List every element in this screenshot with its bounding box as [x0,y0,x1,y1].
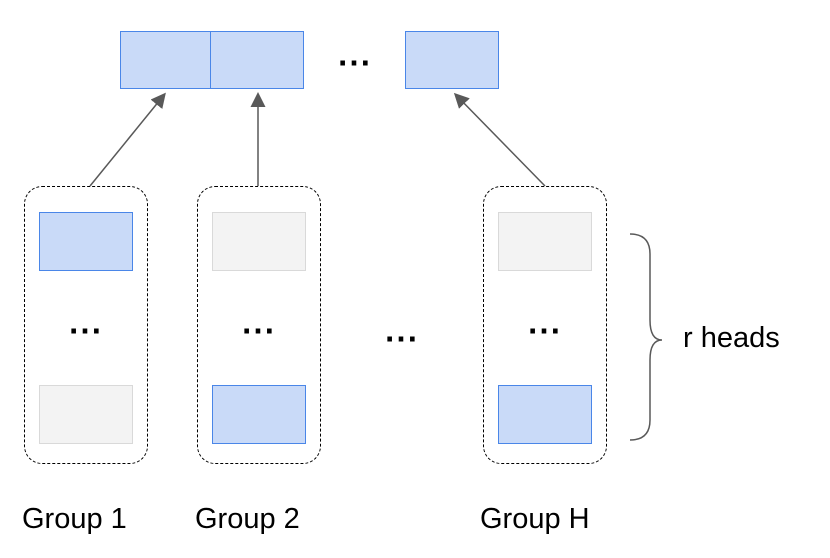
output-ellipsis: ⋯ [337,44,373,82]
brace-icon [629,233,663,441]
brace-label: r heads [683,322,780,354]
group-h-label: Group H [480,503,590,535]
group-2-head-top [212,212,306,271]
output-head-1 [120,31,212,89]
group-h-head-top [498,212,592,271]
group-2-ellipsis: ⋯ [241,312,277,350]
group-1-label: Group 1 [22,503,127,535]
groups-ellipsis: ⋯ [384,320,420,358]
output-head-2 [210,31,304,89]
group-h-head-bottom [498,385,592,444]
output-head-h [405,31,499,89]
group-h-frame [483,186,607,464]
group-1-head-top [39,212,133,271]
arrow-group-h [453,92,546,187]
group-1-frame [24,186,148,464]
group-2-head-bottom [212,385,306,444]
arrow-group-1 [89,92,166,187]
group-2-label: Group 2 [195,503,300,535]
group-2-frame [197,186,321,464]
group-1-ellipsis: ⋯ [68,312,104,350]
group-h-ellipsis: ⋯ [527,312,563,350]
group-1-head-bottom [39,385,133,444]
